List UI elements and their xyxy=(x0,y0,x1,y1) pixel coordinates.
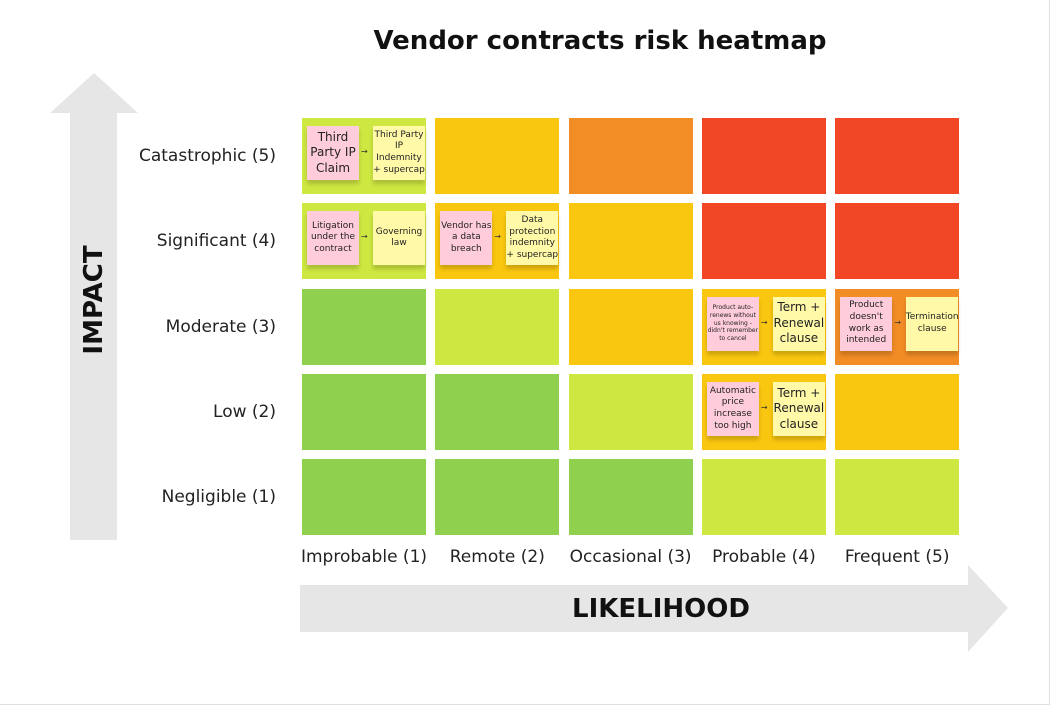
risk-sticky-note: Product doesn't work as intended xyxy=(840,296,893,351)
heatmap-cell xyxy=(435,288,560,365)
mitigation-sticky-note: Term + Renewal clause xyxy=(772,296,825,351)
arrow-connector-icon: → xyxy=(494,232,501,242)
x-tick-label: Frequent (5) xyxy=(844,547,950,567)
mitigation-sticky-note: Third Party IP Indemnity + supercap xyxy=(373,126,425,180)
mitigation-sticky-note: Termination clause xyxy=(906,296,959,351)
risk-sticky-note: Third Party IP Claim xyxy=(307,126,359,180)
y-tick-label: Catastrophic (5) xyxy=(138,146,276,166)
heatmap-cell xyxy=(835,203,960,280)
arrow-connector-icon: → xyxy=(361,232,368,242)
arrow-connector-icon: → xyxy=(361,147,368,156)
x-tick-label: Occasional (3) xyxy=(569,547,692,567)
arrow-connector-icon: → xyxy=(760,402,768,412)
y-tick-label: Significant (4) xyxy=(156,231,276,252)
heatmap-cell xyxy=(435,373,560,450)
impact-arrow xyxy=(50,73,138,540)
heatmap-cell xyxy=(701,203,826,280)
heatmap-cell xyxy=(435,459,560,536)
heatmap-cell xyxy=(568,288,693,365)
mitigation-sticky-note: Governing law xyxy=(373,211,425,266)
y-tick-label: Negligible (1) xyxy=(161,487,276,508)
heatmap-cell xyxy=(701,118,826,194)
x-tick-label: Remote (2) xyxy=(449,547,545,567)
likelihood-arrow xyxy=(300,565,1008,652)
heatmap-cell xyxy=(568,118,693,194)
heatmap-cell xyxy=(835,459,960,536)
arrow-connector-icon: → xyxy=(894,317,901,327)
mitigation-sticky-note: Term + Renewal clause xyxy=(772,381,825,436)
heatmap-cell xyxy=(302,459,426,536)
risk-sticky-note: Litigation under the contract xyxy=(307,211,359,266)
heatmap-cell xyxy=(568,459,693,536)
heatmap-cell xyxy=(835,373,960,450)
risk-sticky-note: Product auto-renews without us knowing -… xyxy=(706,296,759,351)
heatmap-cell xyxy=(835,118,960,194)
arrow-connector-icon: → xyxy=(760,317,768,327)
mitigation-sticky-note: Data protection indemnity + supercap xyxy=(506,211,559,266)
x-tick-label: Improbable (1) xyxy=(300,547,428,567)
risk-sticky-note: Vendor has a data breach xyxy=(440,211,493,266)
risk-sticky-note: Automatic price increase too high xyxy=(706,381,759,436)
heatmap-cell xyxy=(701,459,826,536)
heatmap-cell xyxy=(302,288,426,365)
heatmap-cell xyxy=(302,373,426,450)
heatmap-cell xyxy=(568,203,693,280)
heatmap-cell xyxy=(568,373,693,450)
x-tick-label: Probable (4) xyxy=(712,547,816,567)
chart-title: Vendor contracts risk heatmap xyxy=(373,26,827,56)
y-axis-label: IMPACT xyxy=(79,245,109,355)
heatmap-cell xyxy=(435,118,560,194)
y-tick-label: Low (2) xyxy=(213,401,276,422)
x-axis-label: LIKELIHOOD xyxy=(572,594,750,624)
y-tick-label: Moderate (3) xyxy=(165,316,276,337)
